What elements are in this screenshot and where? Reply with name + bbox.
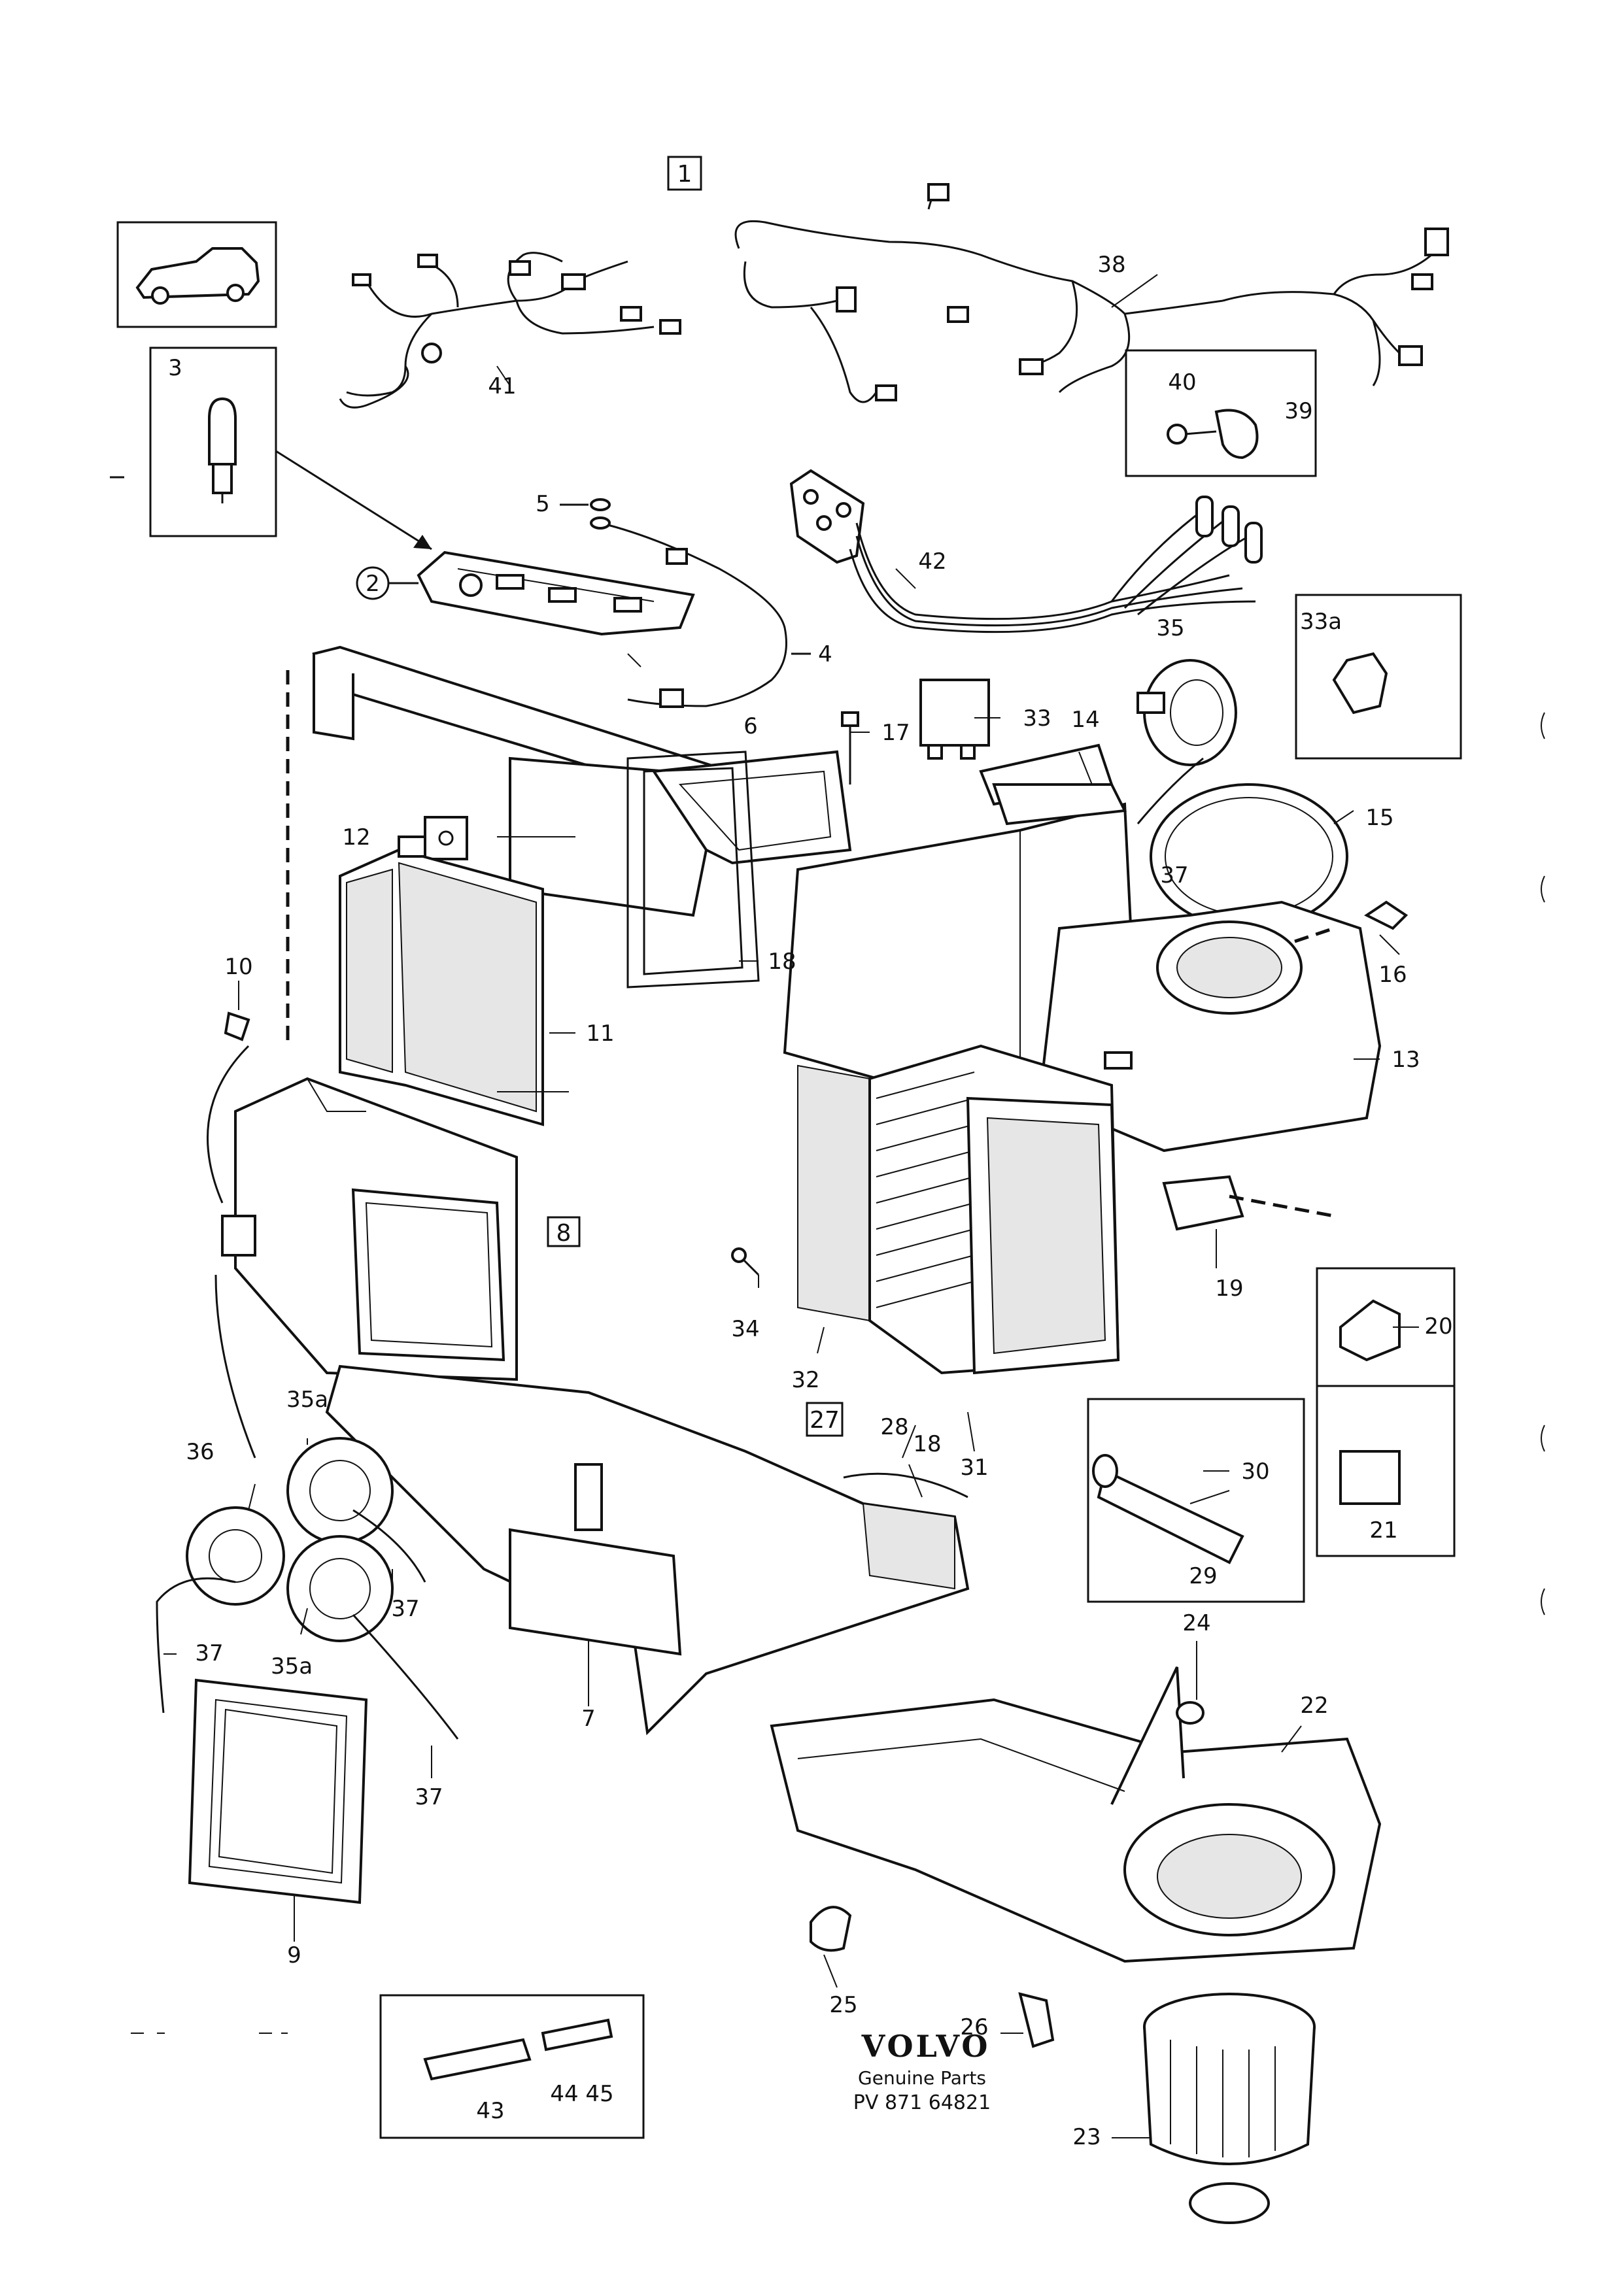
callout-13: 13 xyxy=(1392,1047,1420,1073)
lower-duct-7 xyxy=(325,1364,970,1736)
callout-35a-top: 35a xyxy=(286,1387,328,1413)
bulb-box xyxy=(149,346,277,537)
switch-and-harness-42 xyxy=(789,469,1263,633)
bracket-box-33a xyxy=(1295,594,1462,760)
callout-9: 9 xyxy=(287,1942,301,1968)
callout-8: 8 xyxy=(556,1220,572,1247)
callout-34: 34 xyxy=(731,1316,759,1342)
callout-43: 43 xyxy=(476,2098,504,2124)
callout-32: 32 xyxy=(791,1367,819,1393)
callout-20: 20 xyxy=(1424,1313,1452,1340)
callout-19: 19 xyxy=(1215,1275,1243,1302)
brand-name: VOLVO xyxy=(861,2029,991,2064)
blower-housing-22 xyxy=(770,1666,1382,1963)
vehicle-thumbnail xyxy=(116,221,277,328)
callout-3: 3 xyxy=(168,355,182,381)
heater-box-8 xyxy=(221,1077,518,1381)
clip-box-39-40 xyxy=(1125,349,1317,477)
callout-35: 35 xyxy=(1156,615,1184,641)
gasket-18 xyxy=(626,751,760,988)
callout-27: 27 xyxy=(810,1407,840,1434)
vacuum-motor-35 xyxy=(1136,659,1237,824)
callout-26: 26 xyxy=(960,2014,988,2040)
evaporator-housing-13 xyxy=(783,783,1382,1153)
callout-labels: 1 2 3 4 5 6 7 8 9 10 11 12 13 14 15 16 1… xyxy=(168,161,1452,2150)
callout-37-upper: 37 xyxy=(1160,862,1188,888)
callout-30: 30 xyxy=(1241,1459,1269,1485)
callout-41: 41 xyxy=(488,373,516,399)
callout-33a: 33a xyxy=(1300,609,1342,635)
callout-42: 42 xyxy=(918,549,946,575)
callout-16: 16 xyxy=(1378,962,1407,988)
upper-duct-6 xyxy=(312,645,852,917)
callout-37-middle: 37 xyxy=(391,1596,419,1622)
relay-box-20-21 xyxy=(1316,1267,1456,1557)
callout-10: 10 xyxy=(224,954,252,980)
gasket-frame-9 xyxy=(188,1678,368,1904)
callout-15: 15 xyxy=(1365,805,1393,831)
control-cable-4 xyxy=(590,498,787,708)
fastener-box-43-45 xyxy=(379,1994,645,2139)
callout-1: 1 xyxy=(677,161,692,188)
callout-22: 22 xyxy=(1300,1693,1328,1719)
callout-14: 14 xyxy=(1071,707,1099,733)
callout-40: 40 xyxy=(1168,369,1196,396)
part-number: PV 871 64821 xyxy=(853,2091,991,2114)
callout-12: 12 xyxy=(342,824,370,851)
callout-17: 17 xyxy=(881,720,910,746)
callout-31: 31 xyxy=(960,1455,988,1481)
evaporator-core-28 xyxy=(797,1044,1120,1375)
brand-subtitle: Genuine Parts xyxy=(858,2067,986,2089)
brand-block: VOLVO Genuine Parts PV 871 64821 xyxy=(853,2029,991,2114)
sensor-box-29-30 xyxy=(1087,1398,1305,1603)
callout-28: 28 xyxy=(880,1414,908,1440)
callout-38: 38 xyxy=(1097,252,1125,278)
callout-44-45: 44 45 xyxy=(550,2081,613,2107)
callout-18-upper: 18 xyxy=(768,949,796,975)
callout-2: 2 xyxy=(366,571,380,597)
callout-37-left: 37 xyxy=(195,1640,223,1666)
callout-18-lower: 18 xyxy=(913,1431,941,1457)
leader-lines xyxy=(163,274,1419,2138)
callout-39: 39 xyxy=(1284,398,1312,424)
callout-23: 23 xyxy=(1072,2124,1101,2150)
heater-core-11 xyxy=(339,836,544,1126)
callout-21: 21 xyxy=(1369,1517,1397,1544)
blower-motor-23 xyxy=(1143,1993,1316,2224)
wiring-harness-41 xyxy=(339,252,681,409)
callout-36: 36 xyxy=(186,1439,214,1465)
callout-37-lower: 37 xyxy=(415,1784,443,1810)
callout-35a-bottom: 35a xyxy=(271,1653,313,1680)
callout-33: 33 xyxy=(1023,705,1051,732)
wiring-harness-38 xyxy=(734,183,1449,403)
callout-24: 24 xyxy=(1182,1610,1210,1636)
callout-7: 7 xyxy=(581,1706,596,1732)
control-panel-2 xyxy=(417,550,695,636)
callout-6: 6 xyxy=(743,713,758,739)
callout-25: 25 xyxy=(829,1992,857,2018)
callout-29: 29 xyxy=(1189,1563,1217,1589)
callout-4: 4 xyxy=(818,641,832,667)
margin-marks xyxy=(131,712,1545,2034)
callout-5: 5 xyxy=(536,491,550,517)
callout-11: 11 xyxy=(586,1021,614,1047)
